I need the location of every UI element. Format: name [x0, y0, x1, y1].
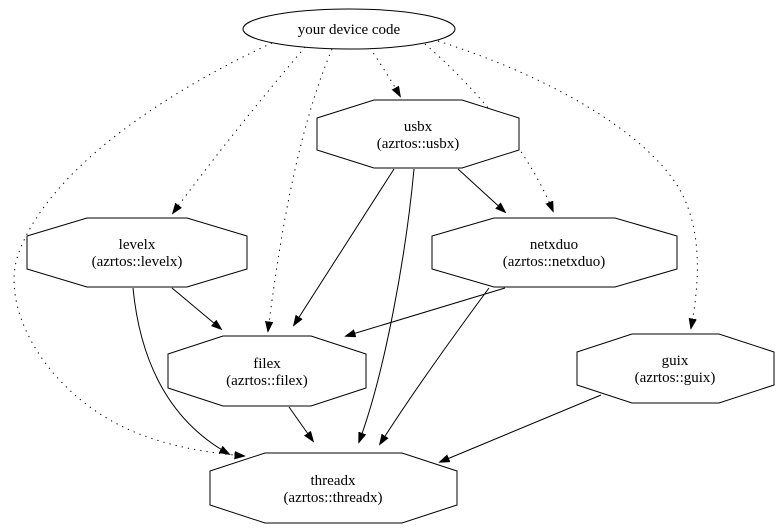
octagon-shape — [431, 217, 678, 288]
node-label: your device code — [298, 22, 401, 38]
node-sublabel: (azrtos::guix) — [635, 370, 716, 386]
ellipse-shape — [242, 8, 456, 50]
edge-filex-threadx — [288, 406, 313, 441]
node-your-device-code: your device code — [242, 8, 456, 50]
octagon-shape — [26, 217, 248, 288]
node-sublabel: (azrtos::filex) — [226, 373, 308, 389]
node-threadx: threadx (azrtos::threadx) — [209, 452, 458, 524]
octagon-shape — [316, 99, 520, 169]
edge-usbx-filex — [294, 168, 395, 325]
node-levelx: levelx (azrtos::levelx) — [26, 217, 248, 288]
edge-levelx-threadx — [132, 287, 229, 454]
edge-usbx-netxduo — [457, 168, 505, 212]
node-sublabel: (azrtos::usbx) — [377, 136, 459, 152]
node-sublabel: (azrtos::netxduo) — [503, 254, 605, 270]
edge-device-filex — [268, 48, 333, 331]
node-sublabel: (azrtos::threadx) — [283, 490, 382, 506]
node-label: filex — [253, 356, 281, 372]
node-label: usbx — [404, 119, 433, 135]
node-label: guix — [662, 353, 689, 369]
edge-usbx-threadx — [359, 168, 415, 442]
octagon-shape — [209, 452, 458, 524]
node-label: levelx — [119, 237, 156, 253]
edge-device-levelx — [173, 46, 306, 213]
octagon-shape — [167, 335, 367, 407]
node-filex: filex (azrtos::filex) — [167, 335, 367, 407]
edge-device-guix — [437, 40, 698, 328]
edge-levelx-filex — [171, 287, 221, 329]
octagon-shape — [576, 333, 775, 404]
node-guix: guix (azrtos::guix) — [576, 333, 775, 404]
edge-netxduo-filex — [346, 287, 506, 336]
node-netxduo: netxduo (azrtos::netxduo) — [431, 217, 678, 288]
node-sublabel: (azrtos::levelx) — [92, 254, 183, 270]
edge-device-usbx — [369, 47, 400, 96]
node-usbx: usbx (azrtos::usbx) — [316, 99, 520, 169]
node-label: threadx — [311, 473, 356, 489]
node-label: netxduo — [530, 237, 578, 253]
edge-guix-threadx — [440, 394, 602, 462]
edge-netxduo-threadx — [380, 287, 490, 444]
